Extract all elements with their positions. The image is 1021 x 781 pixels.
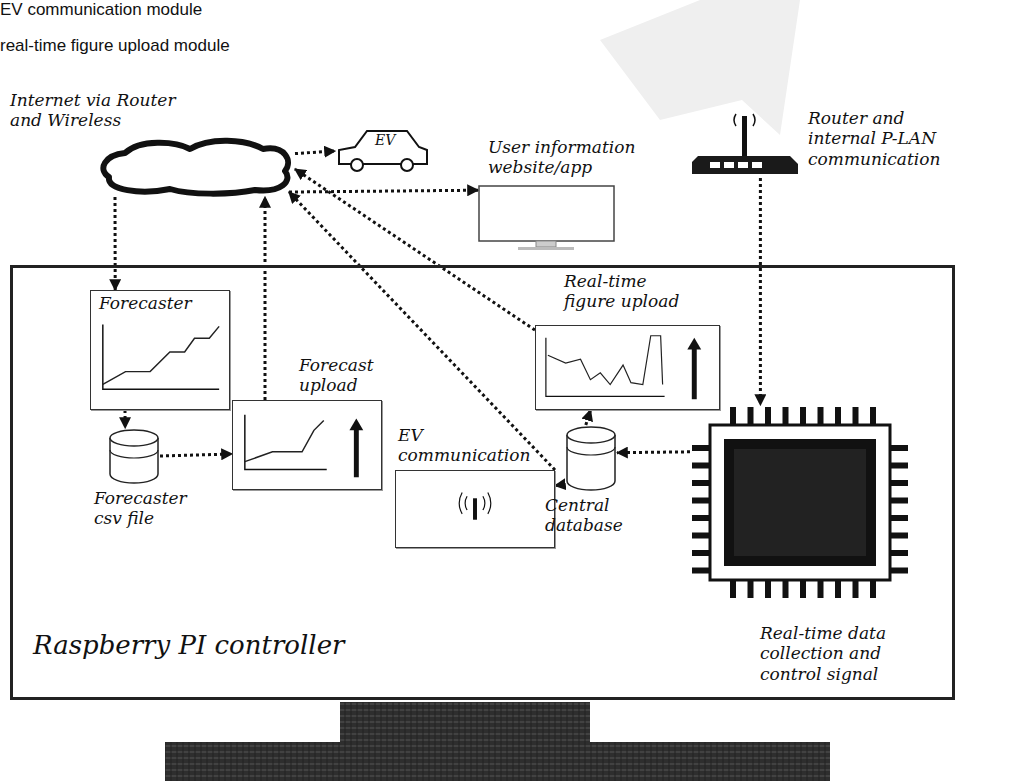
dotted-arrow — [759, 178, 762, 405]
processor-chip: Real-time data collection and control si… — [690, 405, 910, 600]
cylinder-shape — [565, 425, 617, 491]
node-label: Forecaster csv file — [94, 488, 194, 529]
controller-box: Raspberry PI controller ForecasterForecas… — [10, 265, 955, 700]
csv-cylinder: Forecaster csv file — [108, 428, 160, 484]
monitor-shape — [478, 185, 615, 250]
node-label: Raspberry PI controller — [33, 630, 373, 661]
stand-base — [165, 742, 830, 781]
watermark-shape — [600, 0, 800, 135]
dotted-arrow — [289, 190, 478, 192]
forecast-upload-box: Forecast upload — [232, 400, 382, 490]
ev-car: EV — [335, 128, 430, 174]
realtime-chart — [536, 326, 719, 409]
node-label: Internet via Router and Wireless — [10, 90, 185, 131]
stand-neck — [340, 702, 590, 742]
node-label: EV — [375, 132, 415, 149]
antenna-icon — [396, 471, 554, 547]
router-icon: Router and internal P-LAN communication — [690, 108, 800, 178]
forecaster-box: Forecaster — [90, 290, 230, 410]
node-label: EV communication — [398, 425, 528, 466]
database-cylinder: Central database — [565, 425, 617, 491]
node-label: Router and internal P-LAN communication — [808, 108, 958, 169]
cylinder-shape — [108, 428, 160, 484]
chip-shape — [690, 405, 910, 600]
router-shape — [690, 108, 800, 178]
user-monitor: User information website/app — [478, 185, 615, 250]
module-label: real-time figure upload module — [0, 36, 230, 56]
node-label: Real-time figure upload — [564, 271, 689, 312]
node-label: Forecast upload — [299, 355, 389, 396]
internet-cloud: Internet via Router and Wireless — [95, 135, 295, 197]
node-label: Real-time data collection and control si… — [760, 623, 910, 684]
dotted-arrow — [264, 197, 267, 400]
dotted-arrow — [295, 151, 335, 154]
dotted-arrow — [617, 450, 690, 454]
dotted-arrow — [160, 454, 232, 456]
node-label: Central database — [545, 495, 640, 536]
realtime-upload-box: Real-time figure upload — [535, 325, 720, 410]
dotted-arrow — [555, 484, 565, 485]
dotted-arrow — [586, 410, 591, 425]
node-label: Forecaster — [99, 293, 224, 313]
ev-comm-box: EV communication — [395, 470, 555, 548]
module-label: EV communication module — [0, 0, 202, 20]
dotted-arrow — [124, 410, 127, 428]
cloud-shape — [95, 135, 295, 197]
dotted-arrow — [114, 197, 117, 290]
upload-chart — [233, 401, 381, 489]
node-label: User information website/app — [488, 137, 658, 178]
